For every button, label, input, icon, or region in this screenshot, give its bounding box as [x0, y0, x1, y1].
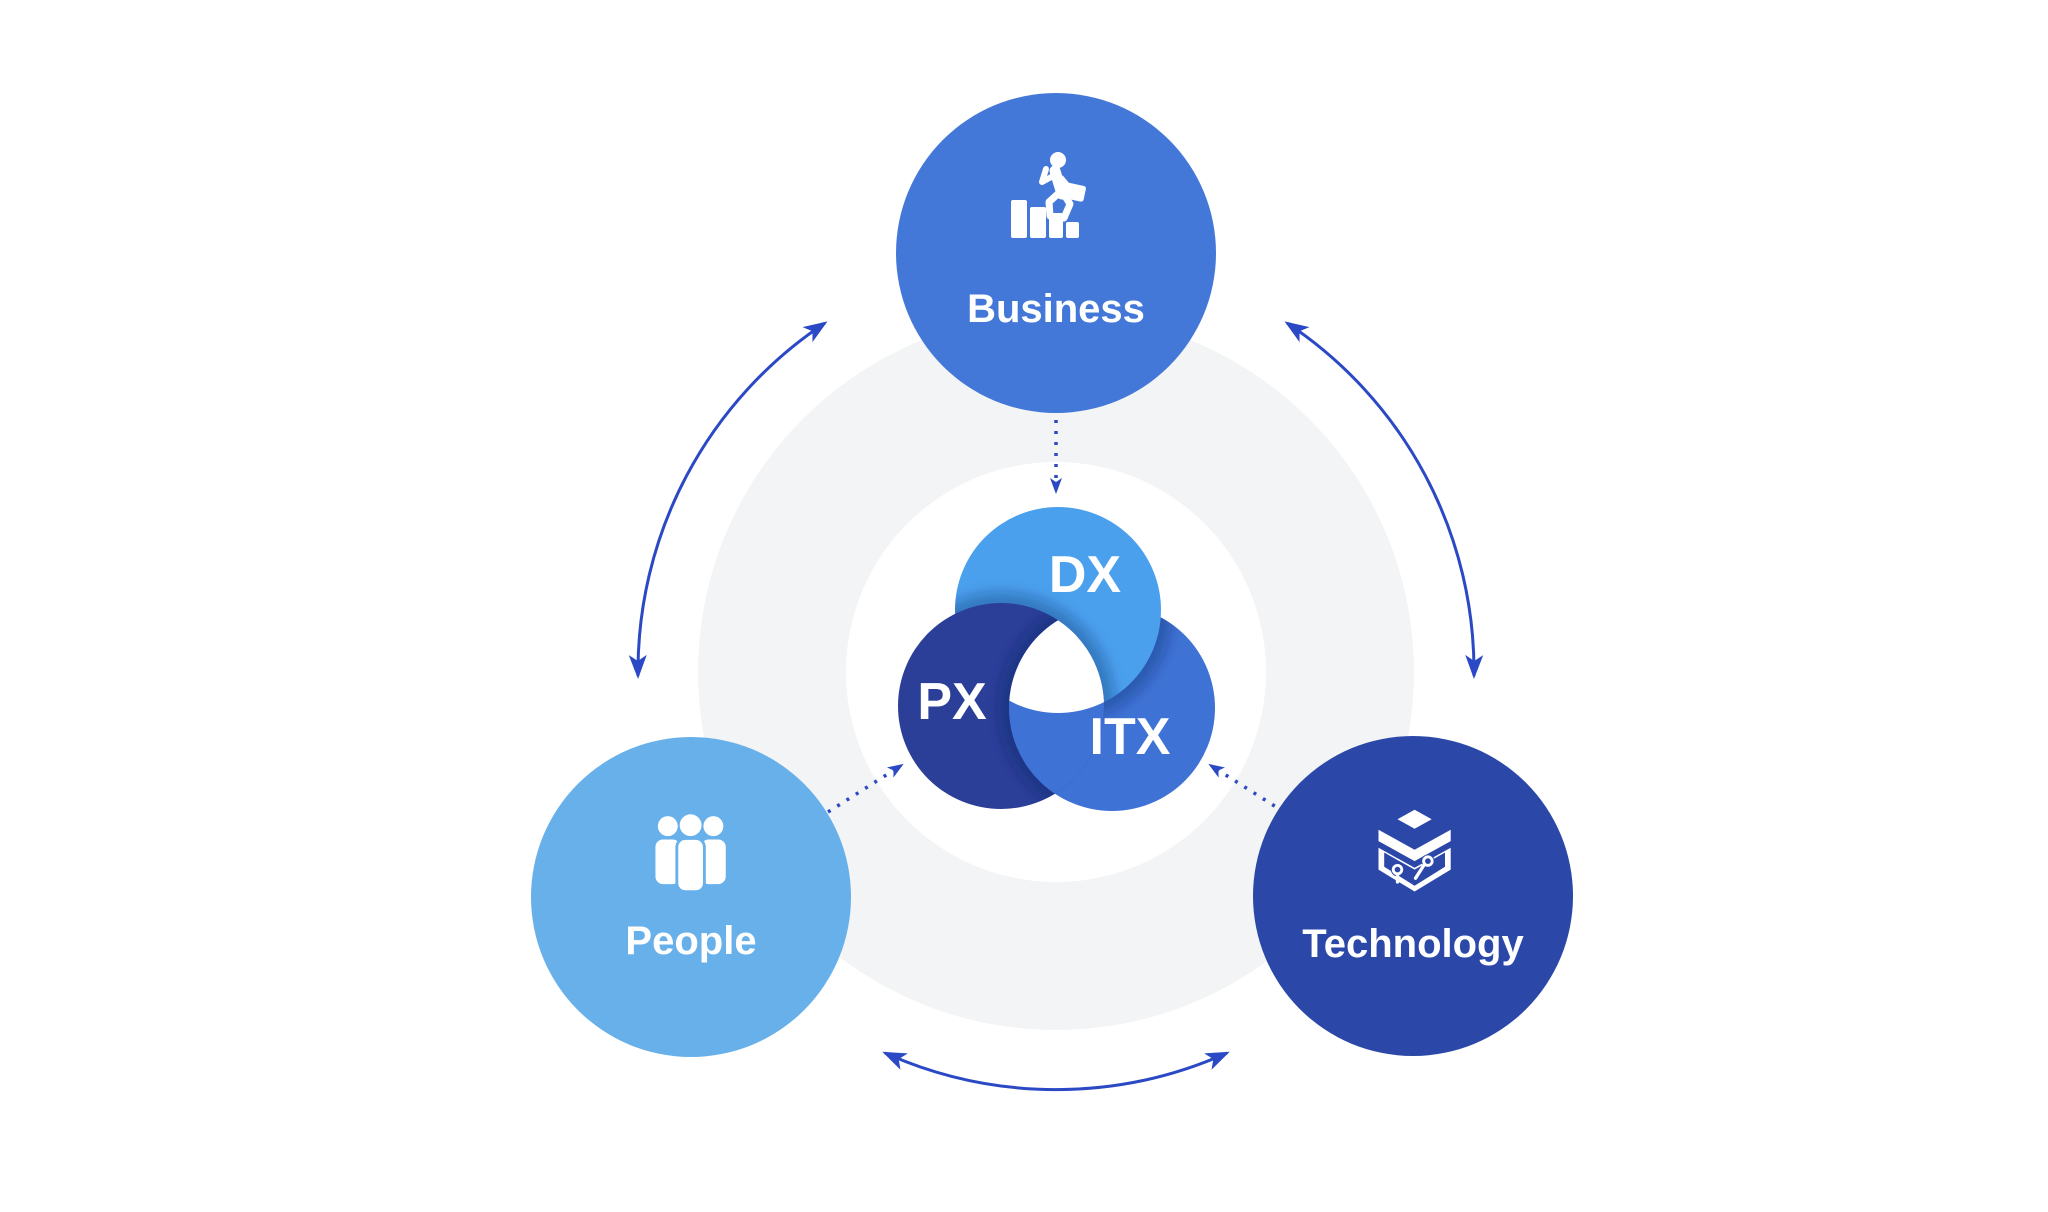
px-label: PX [917, 673, 987, 731]
outer-arrows [628, 321, 1484, 1091]
dotted-connectors [827, 420, 1285, 814]
core-knot: DX PX ITX [898, 507, 1215, 811]
people-node: People [531, 737, 851, 1057]
tech-cube-icon [1378, 809, 1451, 892]
business-node: Business [896, 93, 1216, 413]
knot-center-white [1009, 605, 1104, 713]
arc-arrow-people-business [628, 321, 828, 679]
dx-label: DX [1049, 546, 1122, 604]
business-label: Business [967, 287, 1145, 331]
arc-arrow-business-technology [1284, 321, 1484, 679]
people-group-icon [655, 814, 726, 894]
people-circle [531, 737, 851, 1057]
bar-chart-climber-icon [1011, 152, 1086, 238]
business-circle [896, 93, 1216, 413]
arc-arrow-technology-people [882, 1051, 1230, 1091]
people-label: People [625, 919, 756, 963]
itx-label: ITX [1090, 708, 1171, 766]
technology-circle [1253, 736, 1573, 1056]
technology-node: Technology [1253, 736, 1573, 1056]
technology-label: Technology [1302, 922, 1524, 966]
